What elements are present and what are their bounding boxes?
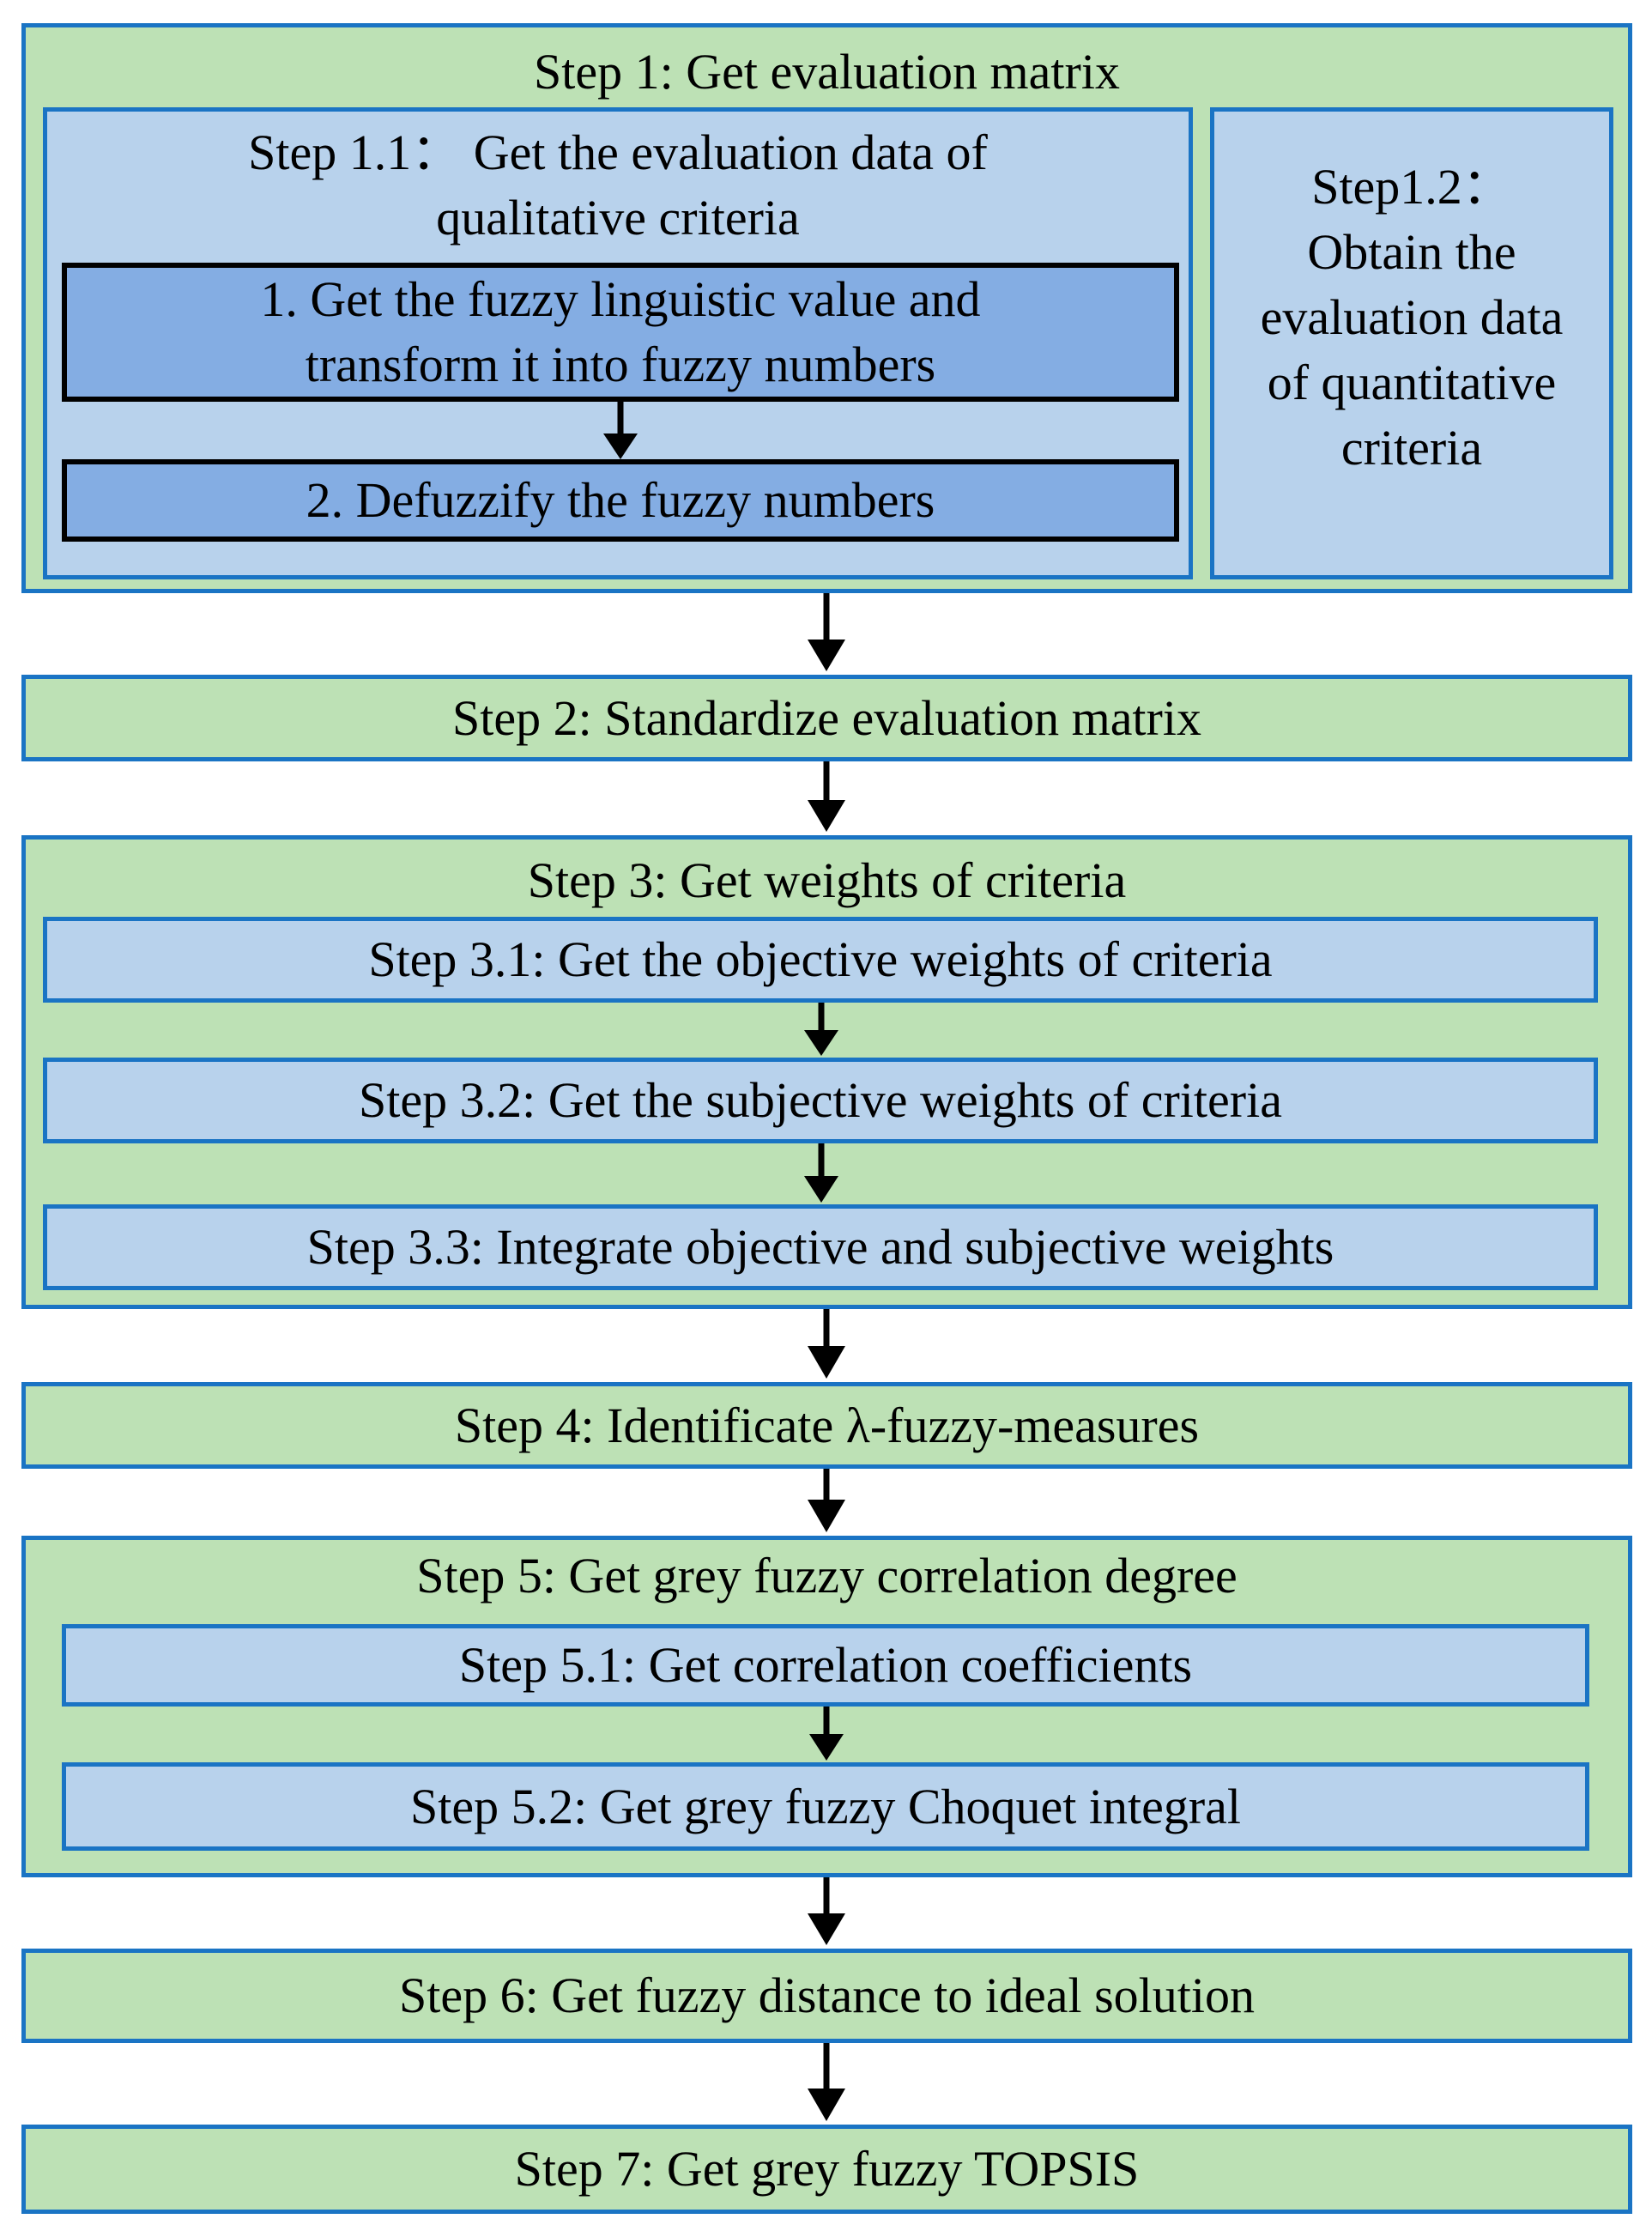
step1-1-sub2-box: 2. Defuzzify the fuzzy numbers — [62, 459, 1179, 542]
step4-label: Step 4: Identificate λ-fuzzy-measures — [454, 1397, 1200, 1453]
step3-1-box: Step 3.1: Get the objective weights of c… — [43, 917, 1598, 1003]
arrow-step3-to-step4 — [808, 1309, 845, 1379]
arrow-step1-to-step2 — [808, 593, 845, 671]
step5-2-box: Step 5.2: Get grey fuzzy Choquet integra… — [62, 1762, 1589, 1851]
step3-2-label: Step 3.2: Get the subjective weights of … — [359, 1072, 1282, 1128]
step3-2-box: Step 3.2: Get the subjective weights of … — [43, 1058, 1598, 1143]
step5-title: Step 5: Get grey fuzzy correlation degre… — [416, 1548, 1237, 1604]
step5-1-box: Step 5.1: Get correlation coefficients — [62, 1624, 1589, 1707]
step2-label: Step 2: Standardize evaluation matrix — [452, 689, 1201, 746]
step7-box: Step 7: Get grey fuzzy TOPSIS — [21, 2125, 1632, 2214]
step3-1-label: Step 3.1: Get the objective weights of c… — [368, 931, 1273, 987]
arrow-step2-to-step3 — [808, 761, 845, 832]
arrow-step6-to-step7 — [808, 2043, 845, 2121]
arrow-step5-to-step6 — [808, 1877, 845, 1945]
step4-box: Step 4: Identificate λ-fuzzy-measures — [21, 1382, 1632, 1469]
step1-2-title: Step1.2： Obtain the evaluation data of q… — [1260, 159, 1564, 476]
step3-title: Step 3: Get weights of criteria — [527, 852, 1127, 908]
step5-2-label: Step 5.2: Get grey fuzzy Choquet integra… — [409, 1778, 1242, 1834]
step7-label: Step 7: Get grey fuzzy TOPSIS — [514, 2141, 1140, 2197]
step1-title: Step 1: Get evaluation matrix — [534, 44, 1120, 100]
step3-3-label: Step 3.3: Integrate objective and subjec… — [306, 1219, 1334, 1275]
arrow-step4-to-step5 — [808, 1469, 845, 1532]
step1-1-sub1-box: 1. Get the fuzzy linguistic value and tr… — [62, 263, 1179, 402]
step1-2-container: Step1.2： Obtain the evaluation data of q… — [1210, 107, 1613, 579]
step1-1-sub1-label: 1. Get the fuzzy linguistic value and tr… — [260, 271, 981, 392]
step6-label: Step 6: Get fuzzy distance to ideal solu… — [398, 1967, 1256, 2023]
step1-1-sub2-label: 2. Defuzzify the fuzzy numbers — [306, 472, 935, 528]
step6-box: Step 6: Get fuzzy distance to ideal solu… — [21, 1949, 1632, 2043]
step5-1-label: Step 5.1: Get correlation coefficients — [458, 1637, 1193, 1693]
step1-1-title: Step 1.1： Get the evaluation data of qua… — [248, 124, 988, 246]
step2-box: Step 2: Standardize evaluation matrix — [21, 675, 1632, 761]
step3-3-box: Step 3.3: Integrate objective and subjec… — [43, 1204, 1598, 1290]
